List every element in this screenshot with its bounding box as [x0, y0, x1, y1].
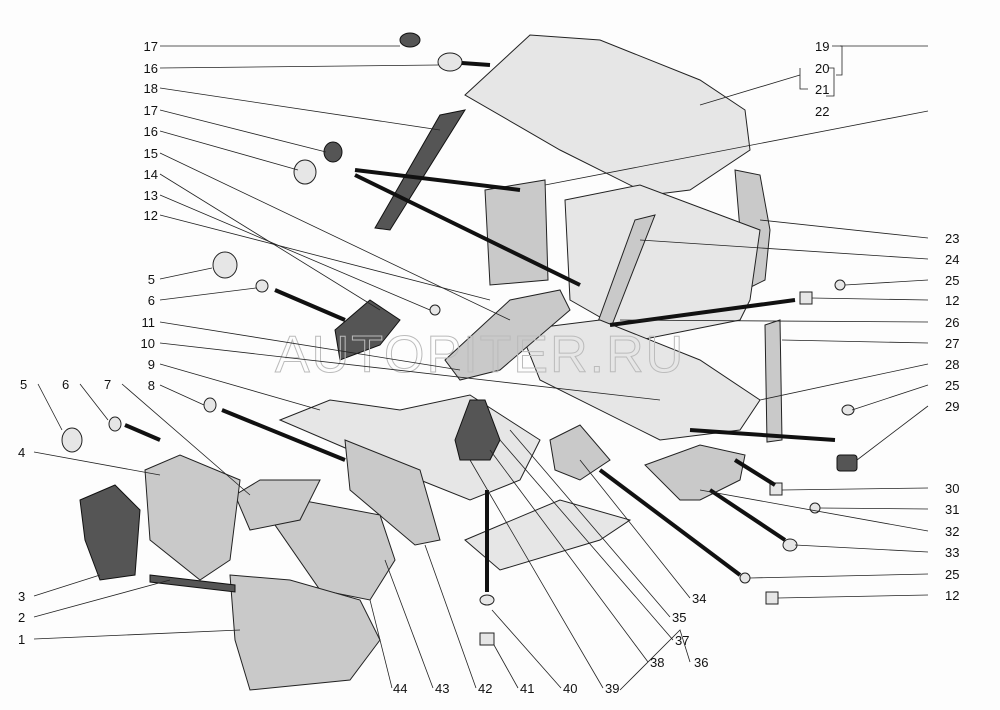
cap-5-lower [61, 427, 83, 453]
callout: 17 [144, 39, 158, 54]
nut-12 [799, 291, 813, 305]
leader-lines [33, 45, 929, 691]
nut-12b [765, 591, 779, 605]
callout: 1 [18, 632, 25, 647]
cap-16 [293, 159, 317, 185]
callout: 40 [563, 681, 577, 696]
pillar-strip [374, 109, 467, 231]
callouts-left: 17 16 18 17 16 15 14 13 12 5 6 11 10 9 8 [141, 39, 158, 393]
rear-tray-32 [644, 444, 746, 501]
clip-29 [836, 454, 858, 472]
parts [79, 34, 783, 691]
callout: 23 [945, 231, 959, 246]
callout: 25 [945, 567, 959, 582]
callout: 24 [945, 252, 959, 267]
callout: 9 [148, 357, 155, 372]
rear-upper-panel [464, 34, 751, 196]
callout: 18 [144, 81, 158, 96]
dash-insulation-4 [144, 454, 241, 581]
bracket-35 [549, 424, 611, 481]
side-insulation-27 [764, 319, 783, 443]
callout: 35 [672, 610, 686, 625]
callout: 6 [62, 377, 69, 392]
clip-17 [323, 141, 343, 163]
callout: 5 [20, 377, 27, 392]
callout: 7 [104, 377, 111, 392]
callout: 38 [650, 655, 664, 670]
clip-17-top [399, 32, 421, 48]
callout: 25 [945, 273, 959, 288]
callout: 6 [148, 293, 155, 308]
callout: 43 [435, 681, 449, 696]
callout: 29 [945, 399, 959, 414]
callout: 28 [945, 357, 959, 372]
bracket-14 [334, 299, 401, 361]
callout: 3 [18, 589, 25, 604]
screw-40 [479, 594, 495, 606]
callout: 42 [478, 681, 492, 696]
callout: 16 [144, 61, 158, 76]
screw-33 [782, 538, 798, 552]
screw-8 [203, 397, 217, 413]
tunnel-side-42 [344, 439, 441, 546]
screw-25 [834, 279, 846, 291]
callout: 31 [945, 502, 959, 517]
callout: 30 [945, 481, 959, 496]
callout: 8 [148, 378, 155, 393]
callout: 12 [945, 588, 959, 603]
block-7 [234, 479, 321, 531]
callout: 34 [692, 591, 706, 606]
screw-6 [255, 279, 269, 293]
callout: 32 [945, 524, 959, 539]
callout: 26 [945, 315, 959, 330]
watermark: AUTOPITER.RU [275, 326, 685, 384]
callout: 37 [675, 633, 689, 648]
callout: 33 [945, 545, 959, 560]
callout: 19 [815, 39, 829, 54]
callout: 41 [520, 681, 534, 696]
cap-16-top [437, 52, 463, 72]
callout: 12 [144, 208, 158, 223]
callout: 4 [18, 445, 25, 460]
insulation-3 [79, 484, 141, 581]
callout: 10 [141, 336, 155, 351]
insulation-1 [229, 574, 381, 691]
callout: 2 [18, 610, 25, 625]
callout: 15 [144, 146, 158, 161]
fasteners [61, 32, 858, 646]
strip-2 [149, 574, 236, 593]
callout: 27 [945, 336, 959, 351]
callout: 16 [144, 124, 158, 139]
cap-5 [212, 251, 238, 279]
callout: 11 [142, 315, 156, 330]
callout: 39 [605, 681, 619, 696]
callout: 14 [144, 167, 158, 182]
callouts-left-lower: 5 6 7 4 3 2 1 [18, 377, 111, 647]
tunnel-trim [444, 289, 571, 381]
callout: 22 [815, 104, 829, 119]
callouts-right: 19 20 21 22 23 24 25 12 26 27 28 25 29 3… [799, 39, 959, 603]
screw-13 [429, 304, 441, 316]
callout: 17 [144, 103, 158, 118]
callouts-bottom: 44 43 42 41 40 39 38 36 37 35 34 [393, 591, 708, 696]
left-side-trim [484, 179, 549, 286]
callout: 13 [144, 188, 158, 203]
callout: 20 [815, 61, 829, 76]
screw-25c [739, 572, 751, 584]
callout: 5 [148, 272, 155, 287]
callout: 25 [945, 378, 959, 393]
floor-mat-34 [464, 499, 632, 571]
callout: 44 [393, 681, 407, 696]
assembly-arrows [124, 61, 836, 592]
screw-6-lower [108, 416, 122, 432]
rear-floor-mat [519, 319, 761, 441]
callout: 36 [694, 655, 708, 670]
callout: 21 [815, 82, 829, 97]
nut-41 [479, 632, 495, 646]
callout: 12 [945, 293, 959, 308]
screw-25b [841, 404, 855, 416]
